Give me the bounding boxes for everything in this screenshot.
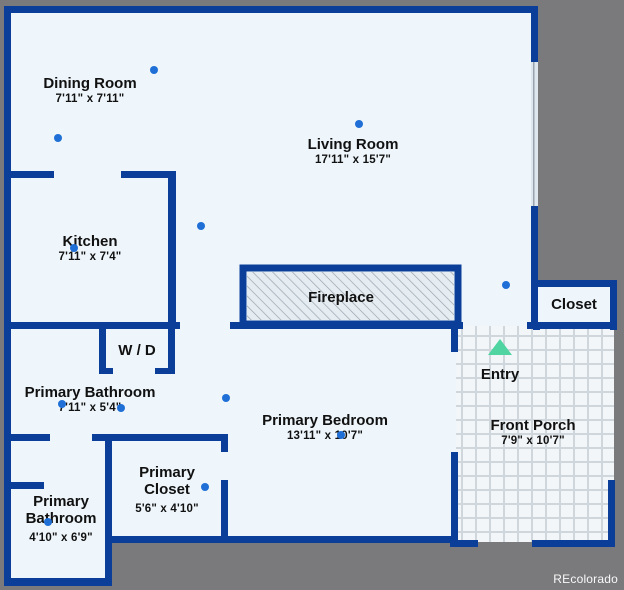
room-primary-bathroom-2: Primary Bathroom 4'10" x 6'9" <box>16 493 106 545</box>
photo-marker[interactable] <box>201 483 209 491</box>
room-living: Living Room 17'11" x 15'7" <box>308 136 399 167</box>
room-name: Primary Bathroom <box>24 384 156 401</box>
room-dimensions: 4'10" x 6'9" <box>29 532 93 544</box>
room-primary-closet: Primary Closet 5'6" x 4'10" <box>127 464 207 516</box>
photo-marker[interactable] <box>337 431 345 439</box>
photo-marker[interactable] <box>222 394 230 402</box>
room-closet: Closet <box>551 296 597 313</box>
room-fireplace: Fireplace <box>308 289 374 306</box>
room-name: Primary Bedroom <box>262 412 388 429</box>
room-dimensions: 7'11" x 7'11" <box>55 93 125 105</box>
room-wd: W / D <box>118 342 156 359</box>
photo-marker[interactable] <box>355 120 363 128</box>
front-porch-tile-floor <box>456 326 614 542</box>
room-dining: Dining Room 7'11" x 7'11" <box>43 75 136 106</box>
room-name: Primary Bathroom <box>25 493 97 527</box>
room-name: Primary Closet <box>139 464 195 498</box>
photo-marker[interactable] <box>44 518 52 526</box>
room-name: Closet <box>551 296 597 313</box>
room-primary-bedroom: Primary Bedroom 13'11" x 10'7" <box>262 412 388 443</box>
room-name: Entry <box>480 366 520 383</box>
room-dimensions: 7'11" x 5'4" <box>58 402 122 414</box>
room-entry: Entry <box>481 366 519 383</box>
room-name: Dining Room <box>43 75 137 92</box>
room-dimensions: 13'11" x 10'7" <box>286 430 364 442</box>
photo-marker[interactable] <box>502 281 510 289</box>
room-name: Living Room <box>307 136 399 153</box>
fireplace-hatch <box>247 272 454 320</box>
room-name: Front Porch <box>490 417 576 434</box>
photo-marker[interactable] <box>117 404 125 412</box>
room-name: W / D <box>118 342 156 359</box>
photo-marker[interactable] <box>70 244 78 252</box>
room-dimensions: 5'6" x 4'10" <box>135 503 199 515</box>
room-dimensions: 7'9" x 10'7" <box>501 435 565 447</box>
photo-marker[interactable] <box>58 400 66 408</box>
room-front-porch: Front Porch 7'9" x 10'7" <box>491 417 576 448</box>
photo-marker[interactable] <box>197 222 205 230</box>
room-name: Kitchen <box>62 233 118 250</box>
room-kitchen: Kitchen 7'11" x 7'4" <box>59 233 122 264</box>
photo-marker[interactable] <box>150 66 158 74</box>
room-dimensions: 7'11" x 7'4" <box>58 251 122 263</box>
room-primary-bathroom: Primary Bathroom 7'11" x 5'4" <box>25 384 156 415</box>
watermark: REcolorado <box>553 572 618 586</box>
room-name: Fireplace <box>308 289 374 306</box>
photo-marker[interactable] <box>54 134 62 142</box>
room-dimensions: 17'11" x 15'7" <box>314 154 392 166</box>
entry-arrow-icon <box>488 339 512 355</box>
